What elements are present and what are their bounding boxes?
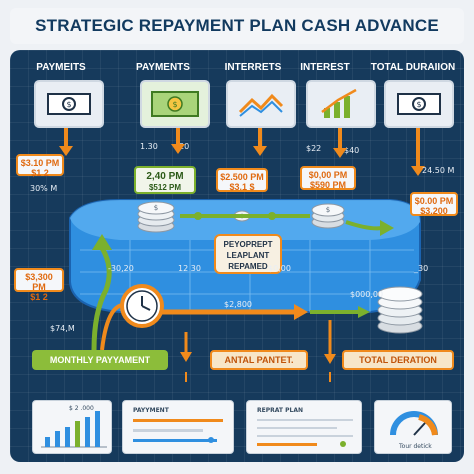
trend-line-icon <box>238 93 284 117</box>
banner-total-duration: TOTAL DERATION <box>342 350 454 370</box>
flow-drawing: $ $ $ <box>59 128 425 382</box>
svg-text:$: $ <box>326 206 330 214</box>
orange-value-box-3: $0,00 PM $590 PM <box>300 166 356 190</box>
arrow-right-icon <box>380 220 394 236</box>
arrow-right-icon <box>294 304 308 320</box>
center-note-line: PEYOPREPT <box>223 240 273 249</box>
header-interests: INTERRETS <box>224 62 282 73</box>
cash-icon-box-1: $ <box>34 80 104 128</box>
orange-value-box-1: $3.10 PM $1 2 <box>16 154 64 178</box>
cash-icon-box-2: $ <box>140 80 210 128</box>
coin-stack-icon-3 <box>377 286 423 334</box>
label-1-30: 1.30 <box>140 142 158 151</box>
mini-payment-panel: PAYYMENT <box>122 400 234 454</box>
arrow-down-icon <box>411 166 425 176</box>
header-interest: INTEREST <box>300 62 350 73</box>
arrow-up-icon <box>92 234 112 250</box>
side-label: _30 <box>414 264 429 273</box>
arrow-down-icon <box>171 144 185 154</box>
orange-box-line: $0,00 PM <box>308 170 348 180</box>
orange-value-box-5: $3,300 PM $1 2 <box>14 268 64 302</box>
label-40: $40 <box>344 146 360 155</box>
chart-icon-box-2 <box>306 80 376 128</box>
coin-stack-icon: $ <box>137 201 175 233</box>
label-22: $22 <box>306 144 322 153</box>
header-payments-2: PAYMENTS <box>136 62 190 73</box>
orange-box-line: $0.00 PM <box>414 196 454 206</box>
orange-box-line: $1 2 <box>30 292 48 302</box>
clock-icon <box>120 284 164 328</box>
center-note-line: REPAMED <box>228 262 268 271</box>
page-title: STRATEGIC REPAYMENT PLAN CASH ADVANCE <box>10 8 464 44</box>
banknote-icon: $ <box>47 93 91 115</box>
mini-panel-title: $ 2 .000 <box>69 405 94 412</box>
green-value-box: 2,40 PM $512 PM <box>134 166 196 194</box>
mini-gauge-panel: Tour detick <box>374 400 452 454</box>
mini-panel-title: Tour detick <box>399 443 432 450</box>
green-box-line: 2,40 PM <box>146 171 184 182</box>
arrow-down-icon <box>59 146 73 156</box>
diagram-board: PAYMEITS PAYMENTS INTERRETS INTEREST TOT… <box>10 50 464 462</box>
side-label: 24.50 M <box>422 166 455 175</box>
side-label: 30% M <box>30 184 58 193</box>
side-label: $0,00 <box>268 264 291 273</box>
side-label: -30,20 <box>108 264 134 273</box>
gauge-icon <box>390 411 438 436</box>
side-label: $2,800 <box>224 300 252 309</box>
green-banknote-icon: $ <box>151 91 199 117</box>
mini-panel-title: REPRAT PLAN <box>257 407 303 414</box>
orange-value-box-2: $2.500 PM $3.1 $ <box>216 168 268 192</box>
orange-box-line: $3.1 $ <box>229 182 255 192</box>
side-label: 12 30 <box>178 264 201 273</box>
svg-text:$: $ <box>154 204 158 212</box>
side-label: $000,00 <box>350 290 384 299</box>
center-note-card: PEYOPREPT LEAPLANT REPAMED <box>214 234 282 274</box>
arrow-down-icon <box>253 146 267 156</box>
mini-bar-chart-icon <box>41 411 107 448</box>
green-box-line: $512 PM <box>148 183 182 192</box>
arrow-down-icon <box>333 148 347 158</box>
mini-panel-title: PAYYMENT <box>133 407 169 414</box>
header-total-duration: TOTAL DURAIION <box>370 62 456 73</box>
orange-box-line: $1 2 <box>31 168 49 178</box>
bar-growth-icon <box>321 88 357 118</box>
banner-monthly-payment: MONTHLY PAYYAMENT <box>32 350 168 370</box>
mini-progress-lines-icon <box>133 419 223 443</box>
svg-text:$: $ <box>172 100 177 109</box>
orange-box-line: $590 PM <box>309 180 347 190</box>
center-note-line: LEAPLANT <box>226 251 270 260</box>
header-payments-1: PAYMEITS <box>36 62 86 73</box>
mini-plan-lines-icon <box>257 419 353 447</box>
banner-annual-payment: ANTAL PANTET. <box>210 350 308 370</box>
svg-text:$: $ <box>416 100 421 109</box>
orange-value-box-4: $0.00 PM $3.200 <box>410 192 458 216</box>
orange-box-line: $3,300 PM <box>25 272 53 292</box>
orange-box-line: $3.10 PM <box>20 158 60 168</box>
banknote-icon-2: $ <box>397 93 441 115</box>
mini-repay-plan-panel: REPRAT PLAN <box>246 400 362 454</box>
svg-text:$: $ <box>66 100 71 109</box>
mini-bar-chart-panel: $ 2 .000 <box>32 400 112 454</box>
orange-box-line: $3.200 <box>420 206 448 216</box>
coin-stack-icon-2: $ <box>311 203 345 229</box>
orange-box-line: $2.500 PM <box>220 172 264 182</box>
chart-icon-box-1 <box>226 80 296 128</box>
cash-icon-box-3: $ <box>384 80 454 128</box>
side-label: $74,M <box>50 324 75 333</box>
